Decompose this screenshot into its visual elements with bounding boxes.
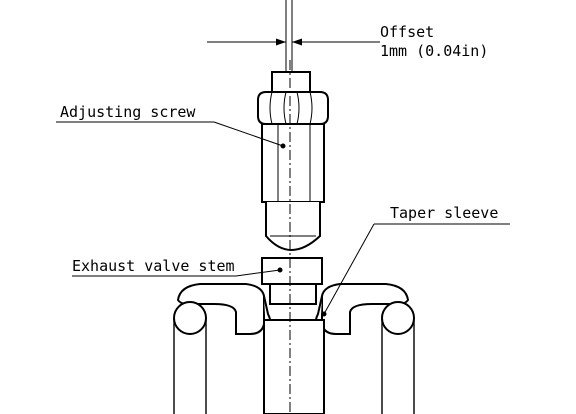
adjusting-screw-label: Adjusting screw: [60, 103, 196, 121]
screw-stud: [271, 71, 311, 93]
offset-title-label: Offset: [380, 23, 434, 41]
taper-sleeve-label: Taper sleeve: [390, 204, 498, 222]
leader-lines: [56, 121, 510, 315]
adjusting-screw: [261, 123, 325, 251]
offset-value-label: 1mm (0.04in): [380, 42, 488, 60]
side-columns: [173, 301, 415, 414]
exhaust-valve-stem-label: Exhaust valve stem: [72, 257, 235, 275]
valve-stem: [263, 283, 325, 414]
offset-dimension: [207, 0, 380, 76]
lock-nut: [257, 91, 329, 125]
